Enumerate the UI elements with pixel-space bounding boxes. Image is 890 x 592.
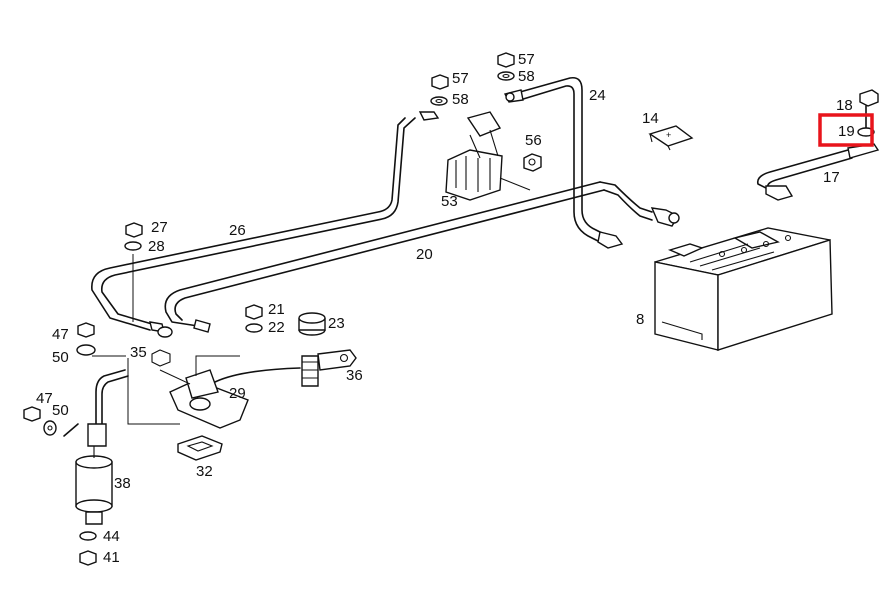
- highlight-box: [818, 113, 874, 147]
- label-17: 17: [823, 169, 840, 186]
- label-14: 14: [642, 110, 659, 127]
- part-23-cap: [298, 312, 326, 336]
- part-36-terminal: [214, 349, 357, 387]
- part-14-bracket: +: [648, 125, 694, 151]
- label-47: 47: [36, 390, 53, 407]
- label-26: 26: [229, 222, 246, 239]
- part-53-connector: [445, 111, 531, 201]
- fasteners-41-44: [79, 531, 97, 566]
- label-53: 53: [441, 193, 458, 210]
- label-47: 47: [52, 326, 69, 343]
- cable-20: [164, 181, 680, 333]
- label-20: 20: [416, 246, 433, 263]
- label-32: 32: [196, 463, 213, 480]
- label-29: 29: [229, 385, 246, 402]
- label-41: 41: [103, 549, 120, 566]
- label-27: 27: [151, 219, 168, 236]
- label-38: 38: [114, 475, 131, 492]
- label-50: 50: [52, 349, 69, 366]
- label-28: 28: [148, 238, 165, 255]
- nut-washer-stack-left: [430, 74, 449, 106]
- part-8-battery: [654, 227, 833, 351]
- label-57: 57: [452, 70, 469, 87]
- label-44: 44: [103, 528, 120, 545]
- cable-24: [503, 76, 624, 249]
- part-32-ring: [177, 435, 223, 461]
- label-36: 36: [346, 367, 363, 384]
- part-labels: 57 58 57 58 24 14 56 53 18 19 17 27 28 2…: [36, 51, 855, 566]
- label-58: 58: [452, 91, 469, 108]
- fasteners-47-50-upper: [76, 322, 126, 357]
- label-35: 35: [130, 344, 147, 361]
- label-18: 18: [836, 97, 853, 114]
- label-58: 58: [518, 68, 535, 85]
- label-23: 23: [328, 315, 345, 332]
- label-56: 56: [525, 132, 542, 149]
- part-56-nut: [523, 153, 542, 172]
- label-21: 21: [268, 301, 285, 318]
- fasteners-21-22: [245, 304, 263, 333]
- label-22: 22: [268, 319, 285, 336]
- label-57: 57: [518, 51, 535, 68]
- part-38-pump: [75, 369, 129, 525]
- label-50: 50: [52, 402, 69, 419]
- label-8: 8: [636, 311, 644, 328]
- cable-26: [91, 111, 440, 338]
- label-24: 24: [589, 87, 606, 104]
- fasteners-27-28: [124, 222, 143, 322]
- nut-washer-stack-right: [497, 52, 515, 81]
- svg-text:+: +: [666, 130, 671, 140]
- label-19: 19: [838, 123, 855, 140]
- fasteners-47-50-lower: [23, 406, 79, 437]
- cable-17: [756, 89, 880, 201]
- part-29-holder: [127, 349, 249, 429]
